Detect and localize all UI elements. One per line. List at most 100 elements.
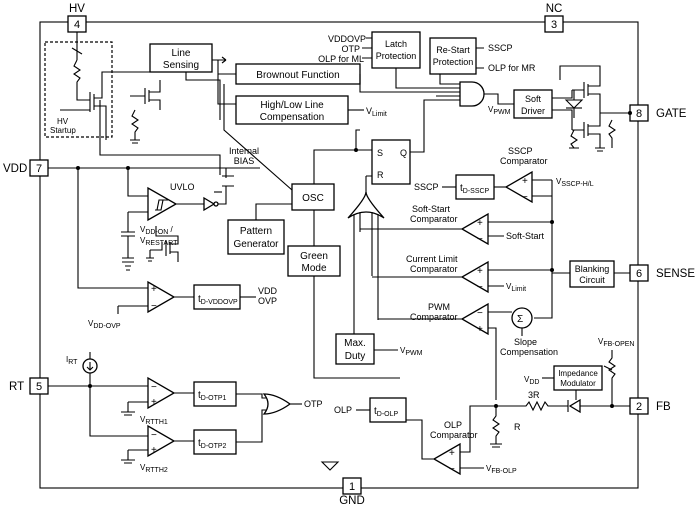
to-brownout-wires [217,60,236,105]
fb-pullup [580,350,630,407]
softstart-label: Soft-Start [506,231,545,241]
vdd-ovp-in [77,168,148,307]
fb-r-resistor [490,406,502,448]
pin-nc: 3 NC [544,3,564,33]
delay-vddovp-label: tD-VDDOVP [198,294,238,306]
hv-startup-label-1: HV [57,117,69,126]
delay-otp1-label: tD-OTP1 [198,390,227,402]
pin-hv: 4 HV [67,3,87,33]
otp1-comparator [147,376,176,410]
softstart-comparator [460,212,489,246]
pattern-label-2: Generator [233,239,279,250]
soft-driver-block [513,89,553,119]
fb-diode [568,398,581,414]
startup-to-bias [99,100,221,175]
otp-out-label: OTP [304,399,323,409]
restart-to-and [439,74,460,85]
pattern-to-osc [255,203,292,220]
pin-vdd-label: VDD [3,163,27,175]
olp-out-label: OLP [334,405,352,415]
pin-sense-label: SENSE [656,268,695,280]
max-duty-block [335,333,375,365]
pwm-comp-label-2: Comparator [410,312,458,322]
pin-rt-label: RT [9,381,24,393]
pin-gate: 8 GATE [629,104,687,122]
rt-node [88,384,92,388]
vdd-ovp-plus: + [151,284,157,295]
sr-r: R [377,170,384,180]
sscp-comp-label-2: Comparator [500,156,548,166]
vrtth1-source [121,401,148,416]
soft-driver-label-2: Driver [521,106,545,116]
slope-label-2: Compensation [500,347,558,357]
line-sensing-label-1: Line [172,48,191,59]
olp-comp-label-2: Comparator [430,430,478,440]
q-to-and [410,99,460,153]
maxduty-label-2: Duty [345,351,366,362]
pattern-generator-block [227,219,285,255]
soft-driver-label-1: Soft [525,94,542,104]
delay-olp-block [369,397,407,423]
osc-label: OSC [302,193,324,204]
otp-to-or [236,393,270,443]
current-comp-label-1: Current Limit [406,254,458,264]
pin-nc-label: NC [546,3,563,15]
restart-switch [146,226,179,262]
pin-vdd: 7 VDD [3,159,49,177]
otp2-minus: − [151,430,157,441]
ground-symbol [320,461,340,471]
uvlo-inverter [203,196,216,212]
sscp-out-label: SSCP [414,182,439,192]
osc-to-s [355,129,372,151]
line-sense-out [212,56,227,64]
delay-otp2-block [193,429,237,455]
pin-vdd-number: 7 [36,163,42,175]
vrtth2-label: VRTTH2 [140,463,168,474]
uvlo-ref-cap [121,212,135,237]
restart-in-wires [476,47,484,69]
r-label: R [514,422,521,432]
green-label-2: Mode [301,263,326,274]
otp2-plus: + [151,445,157,456]
uvlo-label: UVLO [170,182,195,192]
line-sense-transistor [130,80,161,144]
and-in-wires [436,95,460,101]
softstart-comp-label-1: Soft-Start [412,204,451,214]
latch-to-and [395,68,460,89]
pwm-inputs [488,311,512,400]
vrtth2-source [121,449,148,464]
pin-rt-number: 5 [36,381,42,393]
brownout-label: Brownout Function [256,70,339,81]
vfbolp-label: VFB-OLP [486,464,517,475]
osc-wires [223,84,356,191]
bias-switch [214,168,234,196]
pin-nc-number: 3 [551,19,557,31]
uvlo-inputs [127,168,148,213]
hysteresis-icon [155,199,168,211]
otp1-plus: + [151,397,157,408]
sscp-comparator [504,170,533,204]
green-mode-block [287,245,341,277]
reset-or-gate [347,191,385,219]
vfbopen-label: VFB-OPEN [598,337,634,348]
vpwm-gate-label: VPWM [488,105,511,116]
pin-gnd-number: 1 [349,481,355,493]
pin-fb-label: FB [656,401,671,413]
vlimit-cl-label: VLimit [506,282,526,293]
pin-fb: 2 FB [629,397,671,415]
sr-latch [371,139,411,185]
sscp-inputs [532,179,552,197]
latch-block [371,31,421,69]
vsscp-label: VSSCP-H/L [556,177,594,188]
restart-block [429,37,477,75]
high-low-block [235,95,349,125]
vdd-node-2 [126,166,130,170]
internal-bias-label-1: Internal [229,146,259,156]
restart-label-2: Protection [433,57,474,67]
pin-gnd-label: GND [339,495,365,507]
current-limit-comparator [460,260,489,294]
olp-plus: + [449,448,455,459]
sense-node-2 [550,268,554,272]
high-low-label-2: Compensation [260,112,324,123]
blanking-block [569,260,615,288]
